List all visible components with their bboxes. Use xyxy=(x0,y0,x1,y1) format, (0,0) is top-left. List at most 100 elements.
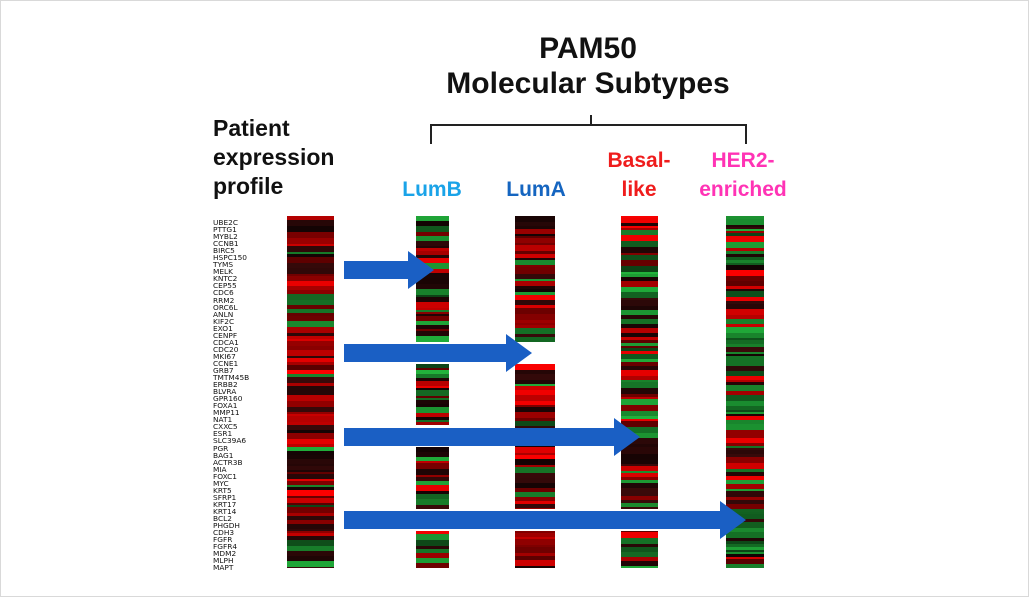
heatmap-stripe xyxy=(287,451,334,455)
heatmap-stripe xyxy=(515,545,555,547)
heatmap-stripe xyxy=(621,260,658,266)
heatmap-stripe xyxy=(416,308,449,310)
heatmap-stripe xyxy=(287,567,334,568)
gene-label: CDCA1 xyxy=(213,337,239,347)
heatmap-stripe xyxy=(726,469,764,472)
heatmap-stripe xyxy=(287,498,334,503)
heatmap-stripe xyxy=(621,552,658,557)
heatmap-gap xyxy=(515,342,555,364)
heatmap-stripe xyxy=(515,412,555,418)
heatmap-stripe xyxy=(287,346,334,350)
heatmap-stripe xyxy=(621,394,658,397)
basal-heatmap-strip xyxy=(621,216,658,568)
heatmap-stripe xyxy=(515,274,555,279)
heatmap-stripe xyxy=(726,435,764,438)
heatmap-stripe xyxy=(515,395,555,401)
heatmap-stripe xyxy=(287,444,334,447)
heatmap-stripe xyxy=(726,424,764,430)
heatmap-stripe xyxy=(726,522,764,528)
heatmap-stripe xyxy=(621,235,658,241)
heatmap-stripe xyxy=(287,496,334,498)
heatmap-stripe xyxy=(515,380,555,384)
heatmap-stripe xyxy=(726,360,764,366)
heatmap-stripe xyxy=(515,328,555,334)
heatmap-stripe xyxy=(287,370,334,374)
heatmap-stripe xyxy=(726,242,764,248)
heatmap-stripe xyxy=(726,270,764,276)
heatmap-stripe xyxy=(416,446,449,452)
heatmap-stripe xyxy=(416,368,449,370)
heatmap-stripe xyxy=(515,243,555,245)
heatmap-stripe xyxy=(726,532,764,538)
heatmap-stripe xyxy=(515,216,555,222)
heatmap-stripe xyxy=(416,400,449,404)
heatmap-stripe xyxy=(287,536,334,540)
heatmap-stripe xyxy=(515,238,555,243)
heatmap-stripe xyxy=(515,222,555,226)
heatmap-stripe xyxy=(287,327,334,333)
heatmap-stripe xyxy=(416,540,449,546)
heatmap-stripe xyxy=(726,547,764,550)
gene-label: CENPF xyxy=(213,330,238,340)
heatmap-stripe xyxy=(287,254,334,257)
heatmap-stripe xyxy=(515,504,555,508)
heatmap-stripe xyxy=(515,325,555,328)
gene-label: FGFR xyxy=(213,535,233,545)
heatmap-stripe xyxy=(515,289,555,292)
heatmap-stripe xyxy=(416,494,449,499)
gene-label: ORC6L xyxy=(213,302,238,312)
heatmap-stripe xyxy=(726,315,764,319)
heatmap-stripe xyxy=(515,254,555,258)
heatmap-stripe xyxy=(416,386,449,388)
heatmap-stripe xyxy=(515,560,555,566)
heatmap-stripe xyxy=(416,297,449,302)
her2-heatmap-strip xyxy=(726,216,764,568)
gene-label: CXXC5 xyxy=(213,422,238,432)
heatmap-stripe xyxy=(621,480,658,483)
heatmap-stripe xyxy=(515,229,555,234)
gene-label: KRT5 xyxy=(213,485,232,495)
heatmap-stripe xyxy=(287,551,334,556)
heatmap-stripe xyxy=(416,312,449,314)
heatmap-stripe xyxy=(416,284,449,289)
heatmap-stripe xyxy=(621,411,658,416)
heatmap-stripe xyxy=(287,412,334,414)
heatmap-stripe xyxy=(621,300,658,306)
heatmap-stripe xyxy=(287,524,334,529)
heatmap-stripe xyxy=(287,533,334,536)
heatmap-stripe xyxy=(287,416,334,422)
heatmap-stripe xyxy=(287,414,334,416)
heatmap-stripe xyxy=(416,396,449,398)
heatmap-stripe xyxy=(621,310,658,315)
heatmap-stripe xyxy=(726,216,764,219)
heatmap-stripe xyxy=(726,297,764,301)
heatmap-stripe xyxy=(726,438,764,443)
heatmap-stripe xyxy=(726,454,764,457)
heatmap-stripe xyxy=(515,566,555,568)
heatmap-stripe xyxy=(726,248,764,251)
heatmap-stripe xyxy=(726,416,764,420)
heatmap-stripe xyxy=(726,327,764,333)
heatmap-stripe xyxy=(416,310,449,312)
heatmap-stripe xyxy=(515,270,555,274)
gene-label: MDM2 xyxy=(213,549,237,559)
gene-label: KNTC2 xyxy=(213,274,238,284)
heatmap-stripe xyxy=(515,384,555,386)
heatmap-stripe xyxy=(621,359,658,362)
heatmap-stripe xyxy=(287,464,334,466)
heatmap-stripe xyxy=(287,505,334,507)
heatmap-stripe xyxy=(515,334,555,337)
gene-label: SFRP1 xyxy=(213,492,237,502)
heatmap-stripe xyxy=(726,554,764,557)
heatmap-stripe xyxy=(416,485,449,491)
heatmap-stripe xyxy=(287,377,334,383)
heatmap-stripe xyxy=(621,277,658,281)
heatmap-stripe xyxy=(726,500,764,504)
heatmap-stripe xyxy=(621,507,658,509)
patient-heatmap-strip xyxy=(287,216,334,568)
heatmap-stripe xyxy=(726,382,764,385)
heatmap-stripe xyxy=(287,485,334,487)
heatmap-stripe xyxy=(621,380,658,382)
heatmap-stripe xyxy=(287,333,334,336)
heatmap-stripe xyxy=(287,321,334,327)
